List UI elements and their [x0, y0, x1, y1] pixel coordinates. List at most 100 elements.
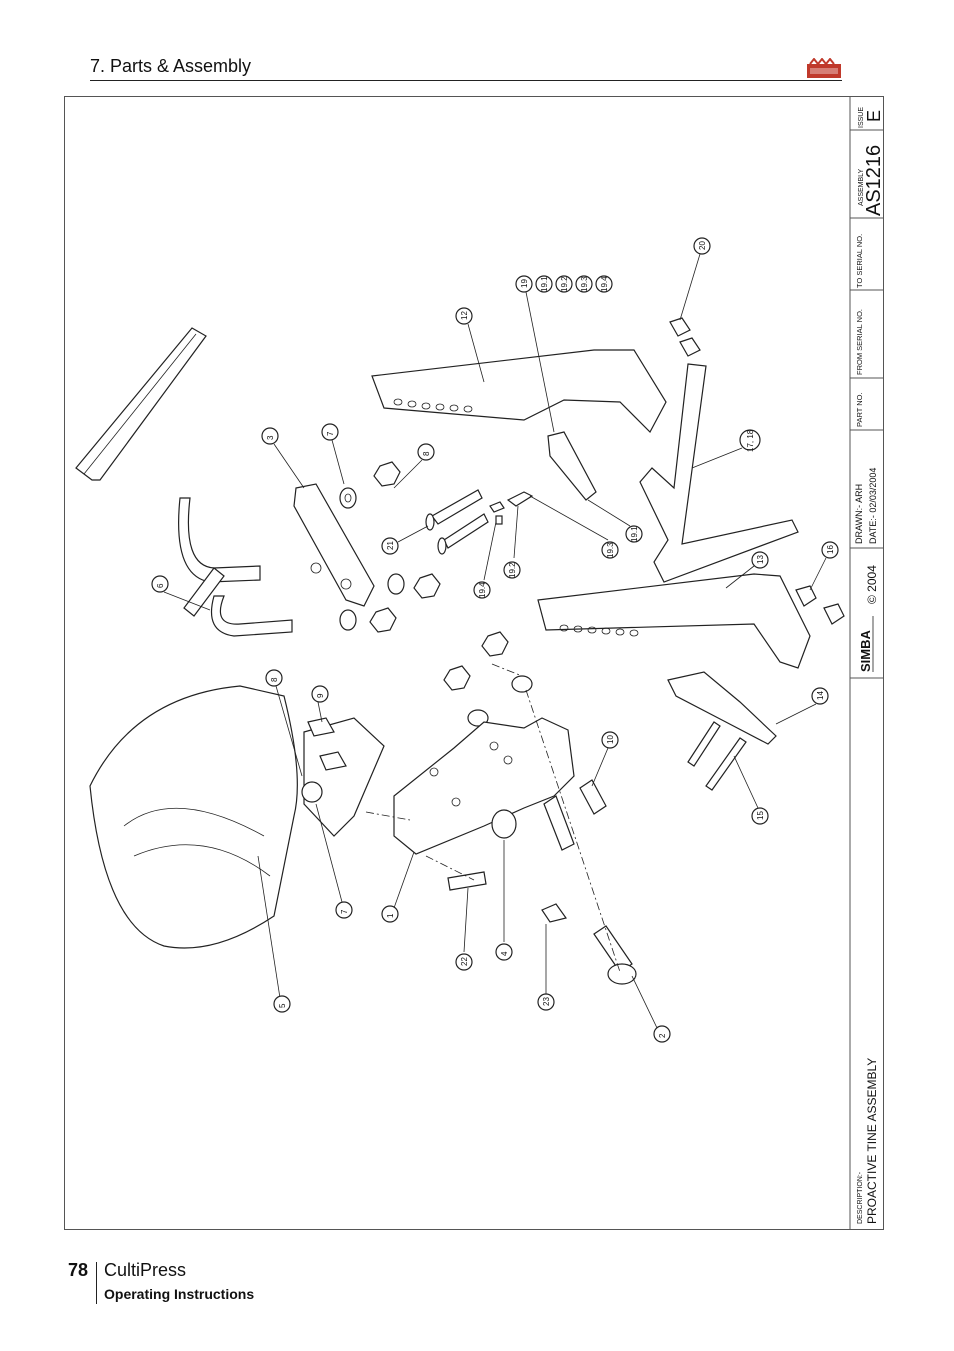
- drawing-frame: [64, 96, 884, 1230]
- simba-logo-icon: [807, 58, 841, 78]
- svg-text:16: 16: [826, 545, 835, 554]
- callout-1: 1: [381, 851, 415, 923]
- description: PROACTIVE TINE ASSEMBLY: [865, 1058, 879, 1224]
- svg-text:19.1: 19.1: [630, 526, 639, 542]
- callout-13: 13: [725, 551, 769, 589]
- callout-16: 16: [809, 541, 839, 591]
- part-nut: [373, 461, 401, 487]
- part-spanner: [75, 327, 207, 481]
- callout-15: 15: [733, 755, 769, 825]
- svg-text:2: 2: [658, 1033, 667, 1038]
- callout-2: 2: [631, 975, 671, 1043]
- copyright: © 2004: [865, 565, 879, 604]
- callout-19-4: 19.4: [473, 521, 497, 599]
- svg-text:8: 8: [422, 451, 431, 456]
- svg-text:19.3: 19.3: [606, 542, 615, 558]
- svg-text:8: 8: [270, 677, 279, 682]
- simba-brand-icon: SIMBA: [858, 616, 874, 673]
- callout-17-18: 17, 18: [691, 429, 761, 469]
- svg-text:5: 5: [278, 1003, 287, 1008]
- callout-5: 5: [257, 855, 291, 1013]
- part-pin: [593, 925, 633, 973]
- callout-19-3: 19.3: [529, 495, 619, 559]
- callout-4: 4: [495, 840, 513, 961]
- issue-label: ISSUE: [858, 107, 865, 128]
- assembly-label: ASSEMBLY: [858, 168, 865, 206]
- svg-text:1: 1: [386, 913, 395, 918]
- callout-19-2-top: 19.2: [555, 275, 573, 293]
- callout-23: 23: [537, 924, 555, 1011]
- manual-subtitle: Operating Instructions: [104, 1286, 255, 1302]
- callout-9: 9: [311, 685, 329, 723]
- svg-text:14: 14: [816, 691, 825, 700]
- callout-19-4-top: 19.4: [595, 275, 613, 293]
- callout-22: 22: [455, 887, 473, 971]
- page-number: 78: [68, 1260, 89, 1280]
- svg-text:22: 22: [460, 957, 469, 966]
- svg-text:19.4: 19.4: [600, 276, 609, 292]
- svg-text:19.2: 19.2: [508, 562, 517, 578]
- svg-text:20: 20: [698, 241, 707, 250]
- svg-text:12: 12: [460, 311, 469, 320]
- svg-text:10: 10: [606, 735, 615, 744]
- header-rule: [90, 80, 842, 81]
- exploded-assembly-drawing: ISSUE E ASSEMBLY AS1216 TO SERIAL NO. FR…: [75, 96, 884, 1230]
- part-main-bracket: [393, 717, 575, 855]
- callout-12: 12: [455, 307, 485, 383]
- svg-text:13: 13: [756, 555, 765, 564]
- title-block: ISSUE E ASSEMBLY AS1216 TO SERIAL NO. FR…: [849, 96, 884, 1230]
- assembly-number: AS1216: [863, 145, 884, 216]
- part-tine-bracket-upper: [371, 349, 667, 433]
- to-serial-label: TO SERIAL NO.: [855, 234, 864, 288]
- part-tine-bracket-lower: [537, 573, 811, 669]
- part-sweep: [639, 363, 799, 583]
- callouts: 1 2 3 4 5 6 7 7 8 8 9 10 12 13 14 15 16 …: [151, 237, 839, 1043]
- part-roller: [89, 685, 298, 949]
- callout-19-top: 19: [515, 275, 555, 433]
- section-title: 7. Parts & Assembly: [90, 56, 252, 76]
- issue-value: E: [864, 110, 884, 122]
- callout-19-3-top: 19.3: [575, 275, 593, 293]
- part-plate: [293, 483, 375, 607]
- part-u-bolt: [178, 497, 261, 583]
- callout-19-2: 19.2: [503, 505, 521, 579]
- callout-7-upper: 7: [321, 423, 345, 485]
- svg-text:7: 7: [340, 909, 349, 914]
- callout-19-1-top: 19.1: [535, 275, 553, 293]
- part-tine-point: [547, 431, 597, 501]
- callout-21: 21: [381, 525, 429, 555]
- svg-text:6: 6: [156, 583, 165, 588]
- product-name: CultiPress: [104, 1260, 187, 1280]
- svg-text:19.3: 19.3: [580, 276, 589, 292]
- part-bolt: [431, 489, 483, 525]
- callout-7-lower: 7: [315, 803, 353, 919]
- svg-text:21: 21: [386, 541, 395, 550]
- part-scraper-plate: [303, 717, 385, 837]
- svg-text:23: 23: [542, 997, 551, 1006]
- drawn-by: DRAWN:- ARH: [854, 484, 864, 544]
- callout-6: 6: [151, 575, 211, 611]
- drawing-date: DATE:- 02/03/2004: [868, 468, 878, 544]
- callout-10: 10: [591, 731, 619, 787]
- callout-19-1: 19.1: [587, 499, 643, 543]
- svg-text:7: 7: [326, 431, 335, 436]
- callout-20: 20: [679, 237, 711, 321]
- svg-text:4: 4: [500, 951, 509, 956]
- svg-text:3: 3: [266, 435, 275, 440]
- svg-text:9: 9: [316, 693, 325, 698]
- callout-8-upper: 8: [393, 443, 435, 489]
- svg-text:19.2: 19.2: [560, 276, 569, 292]
- part-no-label: PART NO.: [855, 392, 864, 427]
- svg-text:19: 19: [520, 279, 529, 288]
- callout-14: 14: [775, 687, 829, 725]
- part-washer: [339, 487, 357, 509]
- part-bushing: [491, 809, 517, 839]
- part-mount-bracket: [667, 671, 777, 745]
- callout-8-lower: 8: [265, 669, 303, 777]
- description-label: DESCRIPTION:-: [857, 1171, 864, 1224]
- footer-rule: [96, 1262, 97, 1304]
- svg-text:15: 15: [756, 811, 765, 820]
- svg-text:19.4: 19.4: [478, 582, 487, 598]
- parts: [75, 317, 845, 985]
- svg-text:SIMBA: SIMBA: [858, 630, 873, 673]
